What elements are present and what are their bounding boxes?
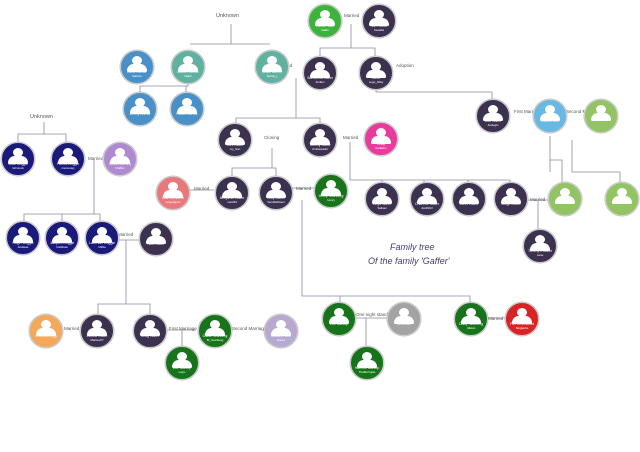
married-label-lavender-nico: Married — [118, 232, 134, 237]
person-robert[interactable]: Robert Burner — [170, 92, 204, 126]
person-orange-kid[interactable]: Charina Dogg — [29, 314, 63, 348]
unknown-top-label: Unknown — [216, 13, 239, 19]
tree-title-line1: Family tree — [390, 242, 435, 252]
cloning-label: Cloning — [264, 135, 280, 140]
adoption-label: Adoption — [396, 63, 414, 68]
married-label-diego: Married — [530, 197, 546, 202]
married-label-kelly-henry: Married — [296, 186, 312, 191]
second-marriage-label-bob: Second Marriage — [566, 109, 601, 114]
person-unknown-gray[interactable]: Unknown — [387, 302, 421, 336]
unknown-left-label: Unknown — [30, 114, 53, 120]
married-label-patrick-susan: Married — [88, 156, 104, 161]
married-label-tommy-rudy: Married — [343, 135, 359, 140]
married-label-olivia-sam: Married — [344, 13, 360, 18]
second-marriage-label-craig: Second Marriage — [232, 326, 267, 331]
person-sarah[interactable]: Sarah Ram — [533, 99, 567, 133]
person-diego[interactable]: Diego Gaffer — [494, 182, 528, 216]
person-zoe[interactable]: Zoe Bazzup — [322, 302, 356, 336]
first-marriage-label-craig: First Marriage — [169, 326, 197, 331]
person-steve[interactable]: Steve Gaffer — [452, 182, 486, 216]
married-label-lois-benjamin: Married — [194, 186, 210, 191]
tree-title-line2: Of the family 'Gaffer' — [368, 256, 450, 266]
first-marriage-label-bob: First Marriage — [514, 109, 542, 114]
person-second-wife[interactable] — [584, 99, 618, 133]
person-nico[interactable]: Nico Gaffer — [139, 222, 173, 256]
married-label-orange-mellow: Married — [64, 326, 80, 331]
person-jimmy[interactable]: Jimmy Burner — [123, 92, 157, 126]
person-kid-green[interactable] — [605, 182, 639, 216]
one-night-stand-label: One night stand — [356, 312, 388, 317]
married-label-daisy-red: Married — [488, 316, 504, 321]
person-kid-sarah[interactable] — [548, 182, 582, 216]
person-craig[interactable]: Craig Gaffer — [133, 314, 167, 348]
